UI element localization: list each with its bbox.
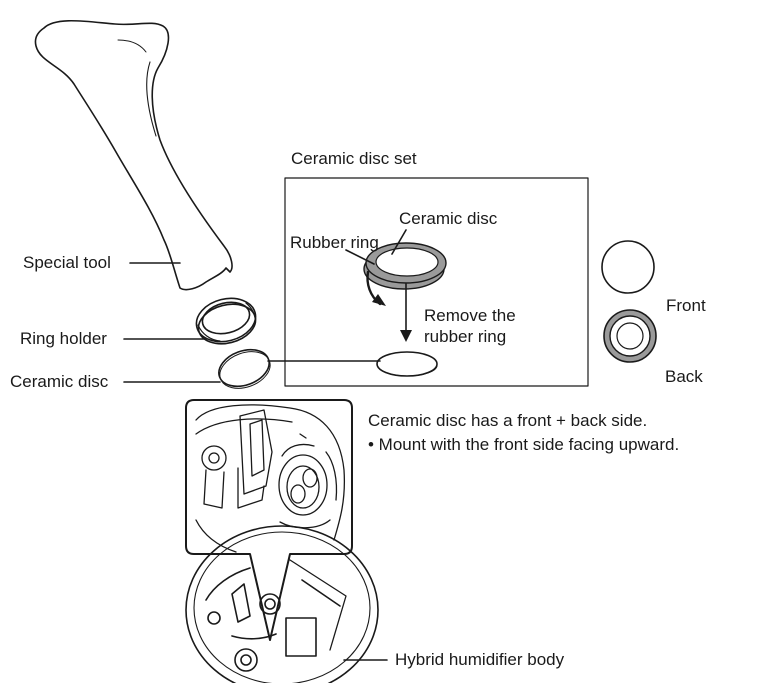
ceramic-disc-inset-label: Ceramic disc [399,209,497,229]
note-line1: Ceramic disc has a front + back side. [368,411,647,431]
remove-arrowhead [400,330,412,342]
ring-holder-label: Ring holder [20,329,107,349]
remove-instruction-line2: rubber ring [424,327,506,347]
note-line2: • Mount with the front side facing upwar… [368,435,679,455]
humidifier-body-label: Hybrid humidifier body [395,650,564,670]
ceramic-disc-left-label: Ceramic disc [10,372,108,392]
ceramic-disc-left-drawing [214,343,274,393]
back-disc-drawing [604,310,656,362]
special-tool-drawing [35,21,232,290]
back-label: Back [665,367,703,387]
front-label: Front [666,296,706,316]
ceramic-disc-left-edge [215,345,275,395]
front-disc-drawing [602,241,654,293]
remove-instruction-line1: Remove the [424,306,516,326]
special-tool-label: Special tool [23,253,111,273]
ceramic-disc-set-title: Ceramic disc set [291,149,417,169]
zoom-detail-drawing [196,405,344,552]
rubber-ring-label: Rubber ring [290,233,379,253]
ring-holder-drawing [192,292,260,349]
